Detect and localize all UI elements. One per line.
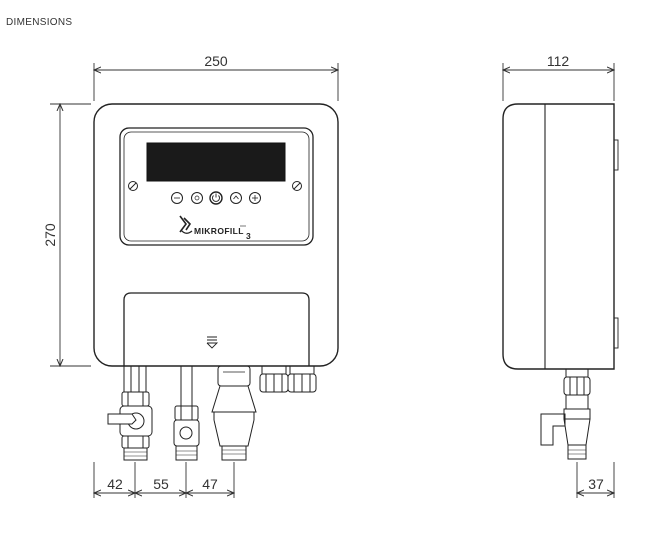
cable-gland-left [259, 365, 289, 393]
logo-superscript: 3 [246, 231, 251, 241]
screw-right-icon [292, 181, 302, 191]
cover-arrow-icon [206, 336, 219, 349]
dim-height-label: 270 [42, 223, 58, 247]
dim-pipe-spacing-3: 47 [202, 476, 218, 492]
dim-depth-label: 112 [547, 53, 570, 69]
side-fitting [540, 368, 591, 460]
panel-button-2[interactable] [191, 192, 203, 204]
front-view: MIKROFILL 3 [93, 103, 339, 461]
screw-left-icon [128, 181, 138, 191]
control-panel: MIKROFILL 3 [119, 127, 314, 246]
panel-button-5[interactable] [249, 192, 261, 204]
tundish [211, 365, 257, 461]
dim-pipe-spacing-1: 42 [107, 476, 123, 492]
mikrofill-logo: MIKROFILL 3 [179, 215, 251, 241]
middle-fitting [173, 366, 200, 461]
dim-side-pipe-offset: 37 [588, 476, 604, 492]
display-screen [146, 142, 286, 182]
cable-gland-right [287, 365, 317, 393]
power-button[interactable] [209, 191, 223, 205]
lower-cover [123, 292, 310, 366]
panel-button-4[interactable] [230, 192, 242, 204]
logo-text: MIKROFILL [194, 226, 244, 236]
dim-width-label: 250 [204, 53, 228, 69]
ball-valve [107, 366, 153, 461]
dim-pipe-spacing-2: 55 [153, 476, 169, 492]
side-view [502, 103, 619, 460]
panel-button-1[interactable] [171, 192, 183, 204]
page-heading: DIMENSIONS [6, 17, 73, 28]
